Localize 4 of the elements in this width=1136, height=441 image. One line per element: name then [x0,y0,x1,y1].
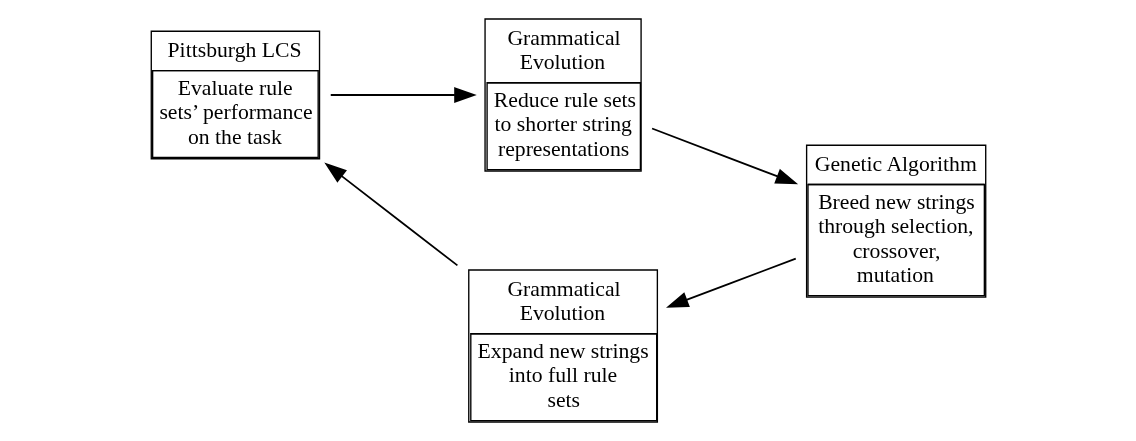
arrow [323,162,458,267]
arrow [665,257,797,308]
arrow [329,87,477,103]
arrow [650,127,798,185]
